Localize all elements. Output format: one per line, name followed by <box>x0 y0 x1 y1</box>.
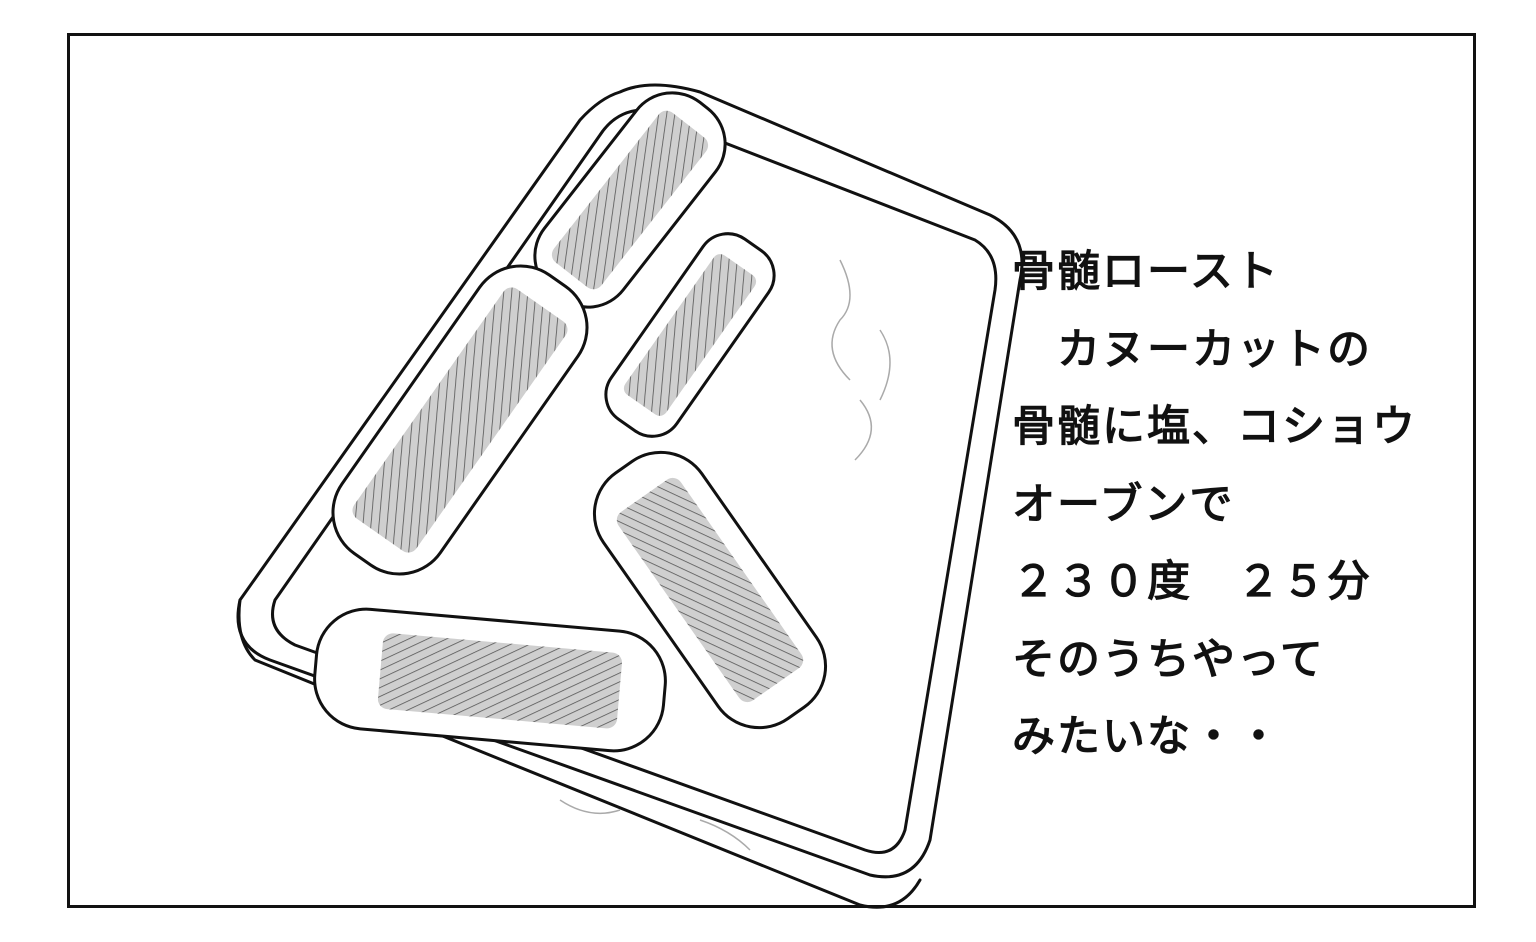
caption-line: オーブンで <box>1012 479 1235 530</box>
tray-base-edge <box>237 598 922 909</box>
caption-text: 骨髄ロースト カヌーカットの 骨髄に塩、コショウ オーブンで ２３０度 ２５分 … <box>1012 242 1492 785</box>
caption-line: 骨髄に塩、コショウ <box>1012 402 1417 452</box>
bone-marrow-pieces <box>313 91 828 753</box>
bone-piece-left <box>331 264 589 576</box>
bone-piece-right-lower <box>592 450 828 730</box>
caption-line: そのうちやって <box>1012 634 1325 685</box>
caption-line: ２３０度 ２５分 <box>1012 557 1372 607</box>
caption-line: 骨髄ロースト <box>1012 247 1280 297</box>
tray-inner-edge <box>271 108 998 854</box>
tray-shading-strokes <box>559 259 891 851</box>
comic-panel-frame <box>67 33 1476 908</box>
bone-piece-bottom <box>313 607 667 753</box>
tray-outer-edge <box>236 83 1024 879</box>
caption-line: みたいな・・ <box>1012 712 1282 762</box>
bone-piece-right-upper <box>604 232 776 438</box>
caption-line: カヌーカットの <box>1012 324 1372 375</box>
